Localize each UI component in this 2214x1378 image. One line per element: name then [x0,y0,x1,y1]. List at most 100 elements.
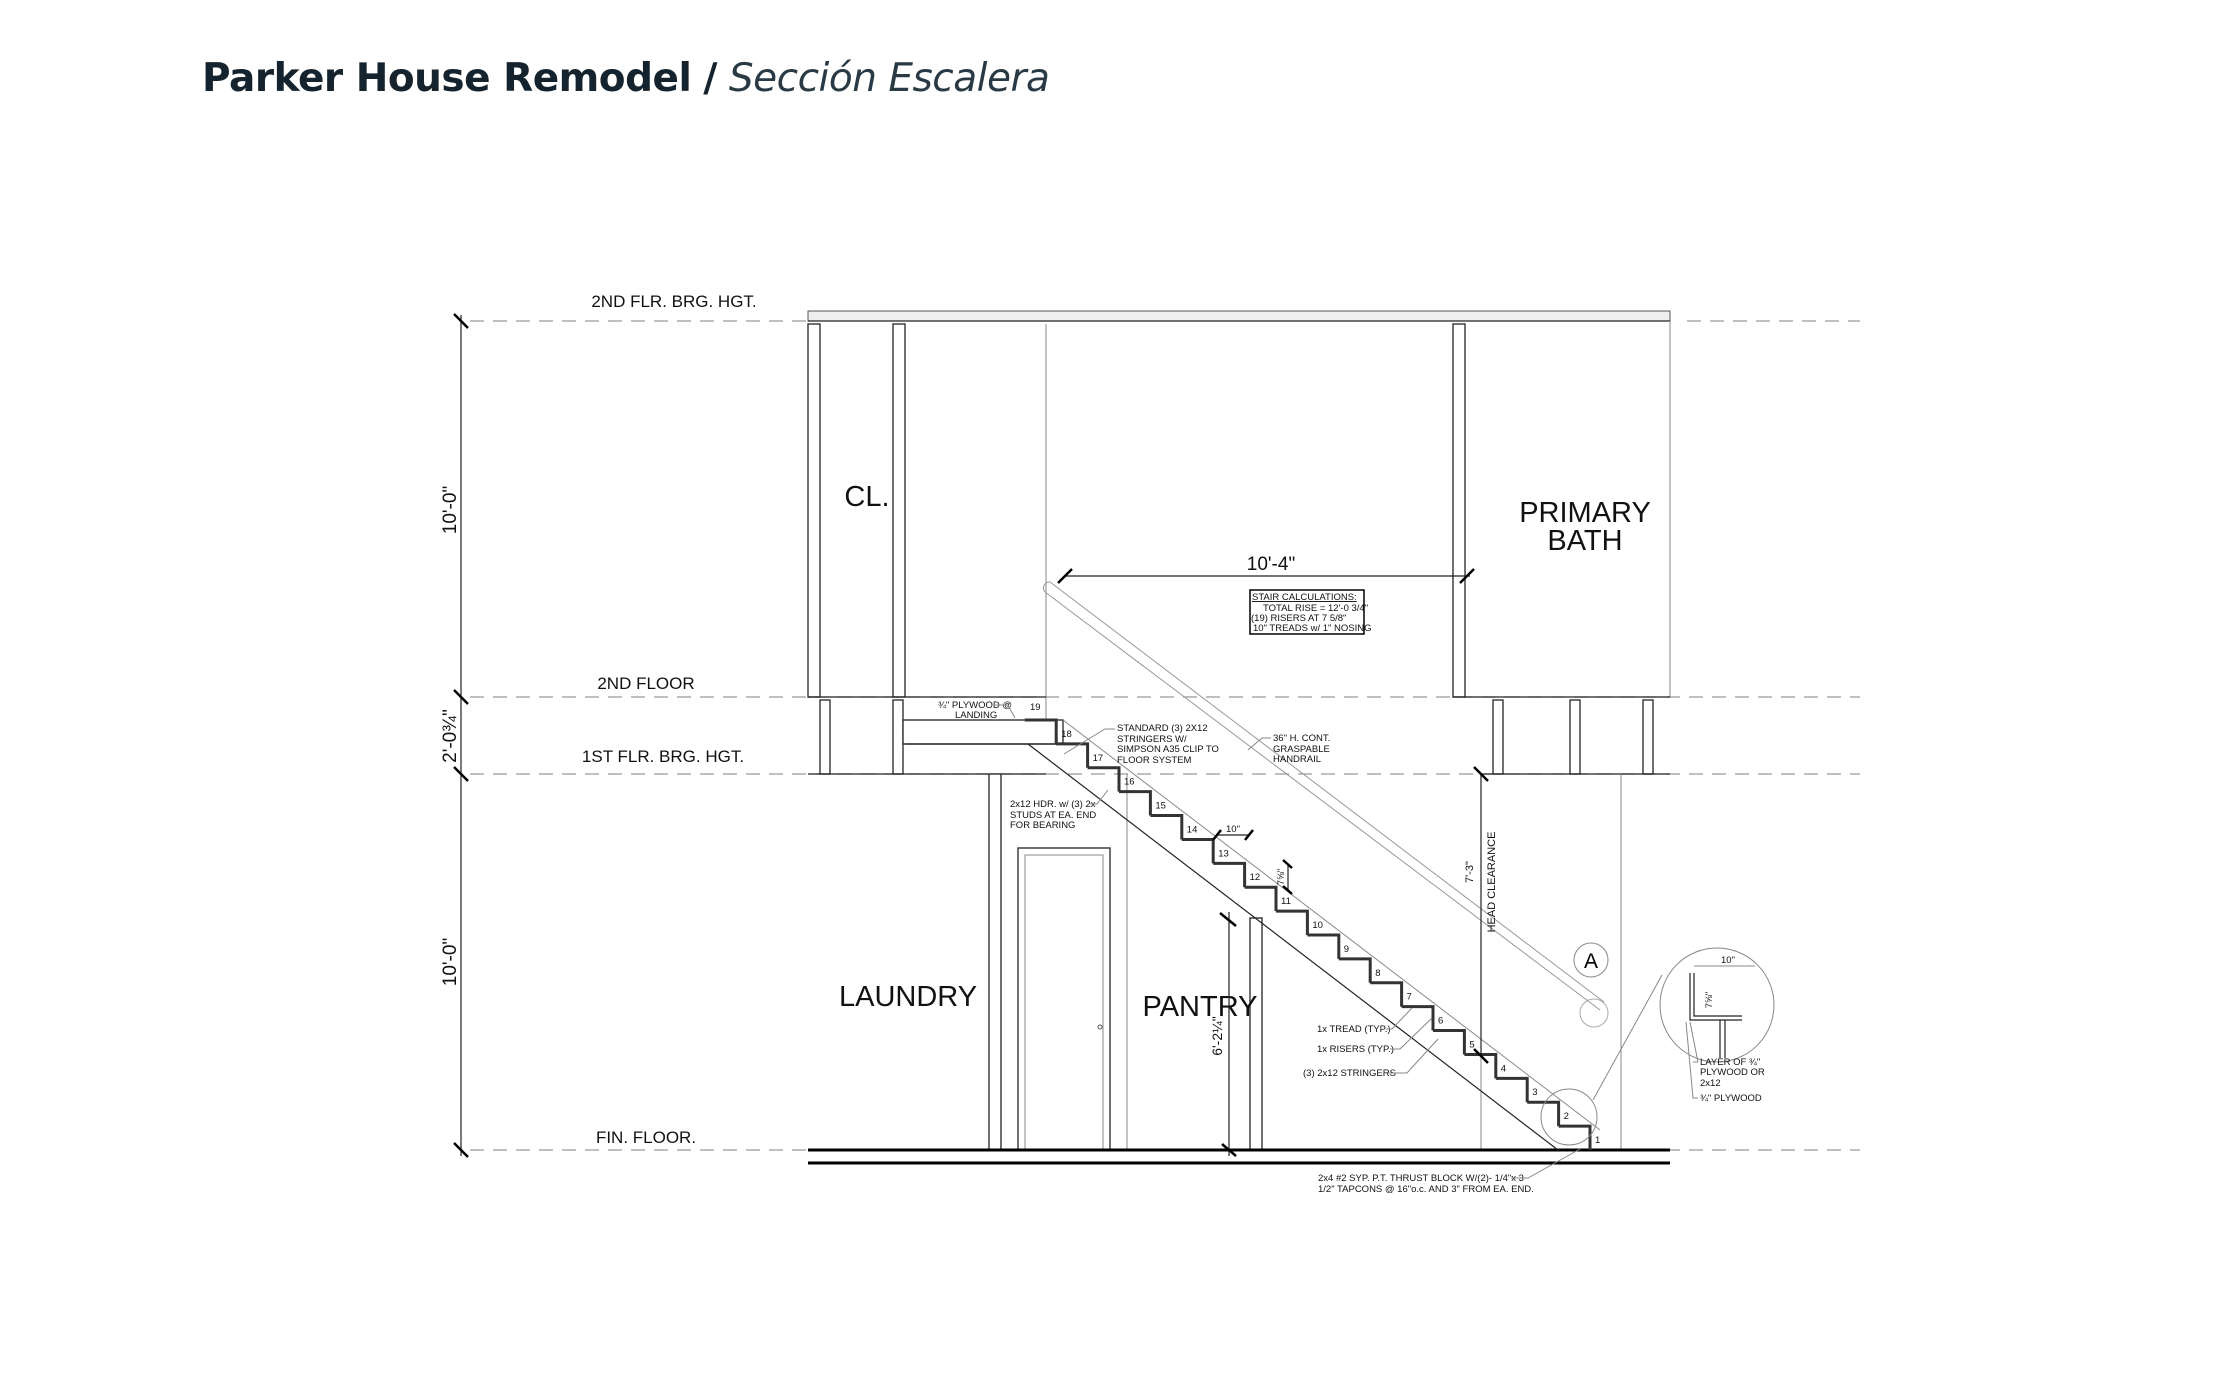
stair-step [1558,1124,1592,1150]
step-number: 13 [1218,848,1229,859]
stair-step [1370,981,1404,1007]
page-title: Parker House Remodel / Sección Escalera [202,56,1050,101]
stair-step [1181,837,1215,864]
step-number: 10 [1312,920,1323,931]
detail-tag: A [1584,950,1598,973]
dim-pantry-height: 6'-2¼" [1209,1016,1225,1056]
room-label-bath-1: PRIMARY [1519,497,1651,529]
stair-calculations-box: STAIR CALCULATIONS: TOTAL RISE = 12'-0 3… [1249,589,1372,635]
stair-step [1401,1005,1435,1031]
detail-note-layer: PLYWOOD OR [1700,1067,1765,1078]
tread-dimension [1212,829,1254,841]
wall-bath-left [1452,323,1466,698]
vertical-dimension [453,313,469,1158]
note-header: 2x12 HDR. w/ (3) 2x [1010,799,1096,810]
stair-step [1150,814,1184,840]
note-stringers: SIMPSON A35 CLIP TO [1117,744,1219,755]
stair-step [1527,1100,1561,1127]
note-thrust-block: 2x4 #2 SYP. P.T. THRUST BLOCK W/(2)- 1/4… [1318,1173,1524,1184]
step-number: 1 [1595,1135,1600,1146]
note-handrail: GRASPABLE [1273,744,1330,755]
step-number: 5 [1469,1039,1474,1050]
dim-riser: 7⅝" [1276,869,1287,886]
annotations: ¾" PLYWOOD @ LANDING STANDARD (3) 2X12 S… [938,700,1581,1195]
dim-lower-height: 10'-0" [440,938,461,986]
door-knob [1097,1024,1103,1030]
stair-step [1056,742,1090,768]
head-clearance-label: HEAD CLEARANCE [1486,832,1498,933]
stair-step [1087,766,1121,792]
detail-note-layer: 2x12 [1700,1078,1721,1089]
title-separator: / [703,56,717,101]
level-label-2nd-floor: 2ND FLOOR [597,674,694,693]
stair-step [1119,790,1152,816]
room-label-laundry: LAUNDRY [839,981,977,1013]
stair-calc-line: TOTAL RISE = 12'-0 3/4" [1263,603,1368,614]
detail-enlarged-circle [1659,947,1775,1063]
stair-step [1495,1076,1529,1103]
detail-small-circle [1579,998,1609,1028]
wall-pantry [1249,917,1263,1151]
detail-callout-circle [1540,1088,1598,1146]
dim-stair-run: 10'-4" [1247,554,1295,575]
step-number: 8 [1375,968,1380,979]
step-number: 9 [1344,944,1349,955]
step-number: 11 [1281,896,1291,907]
handrail [1043,581,1605,1011]
dim-upper-height: 10'-0" [440,486,461,534]
stringer-line [1027,743,1559,1151]
step-number: 6 [1438,1016,1443,1027]
detail-riser-dim: 7⅝" [1704,992,1715,1009]
dim-tread: 10" [1226,824,1240,835]
dim-floor-system: 2'-0¾" [440,709,461,763]
stair-step [1433,1029,1466,1055]
step-number: 19 [1030,702,1041,713]
level-label-1st-brg: 1ST FLR. BRG. HGT. [582,747,744,766]
note-stringers: STRINGERS W/ [1117,734,1187,745]
room-label-pantry: PANTRY [1143,991,1258,1023]
landing [902,719,1064,745]
stair-calc-title: STAIR CALCULATIONS: [1252,592,1357,603]
note-handrail: HANDRAIL [1273,754,1321,765]
pantry-height-dimension [1219,912,1237,1157]
note-stringers: FLOOR SYSTEM [1117,755,1192,766]
note-3-stringers: (3) 2x12 STRINGERS [1303,1068,1396,1079]
roof-slab [807,310,1671,322]
sheet-name: Sección Escalera [728,56,1050,101]
stringer-top-line [1062,719,1601,1131]
detail-tag-circle [1573,942,1609,978]
head-clearance-dimension [1473,766,1489,1064]
pantry-door [1017,847,1111,1151]
step-number: 3 [1532,1087,1537,1098]
stair-calc-line: 10" TREADS w/ 1" NOSING [1253,623,1372,634]
note-thrust-block: 1/2" TAPCONS @ 16"o.c. AND 3" FROM EA. E… [1318,1184,1534,1195]
stair-step [1276,909,1309,935]
stair-step [1307,933,1341,959]
stair-step [1464,1052,1498,1079]
note-stringers: STANDARD (3) 2X12 [1117,723,1208,734]
step-number: 15 [1155,801,1166,812]
note-plywood-landing: ¾" PLYWOOD @ [938,700,1012,711]
stair-calc-line: (19) RISERS AT 7 5/8" [1251,613,1346,624]
stair-step [1024,718,1058,744]
step-number: 14 [1187,824,1198,835]
stair-step [1244,885,1278,912]
wall-closet-left [807,323,821,698]
stair-step [1213,861,1247,888]
level-label-2nd-brg: 2ND FLR. BRG. HGT. [591,292,756,311]
detail-a: A 10" 7⅝" LAYER OF ¾" PLYWOOD OR 2x12 ¾"… [1540,942,1775,1146]
step-number: 4 [1501,1063,1506,1074]
step-number: 17 [1093,753,1104,764]
step-number: 12 [1250,872,1261,883]
stair-step [1338,957,1372,983]
note-tread: 1x TREAD (TYP.) [1317,1024,1391,1035]
note-header: FOR BEARING [1010,820,1075,831]
detail-tread-dim: 10" [1721,955,1735,966]
note-header: STUDS AT EA. END [1010,810,1096,821]
detail-note-layer: LAYER OF ¾" [1700,1057,1760,1068]
note-risers: 1x RISERS (TYP.) [1317,1044,1394,1055]
step-number: 2 [1564,1111,1569,1122]
step-number: 7 [1407,992,1412,1003]
note-plywood-landing: LANDING [955,710,997,721]
